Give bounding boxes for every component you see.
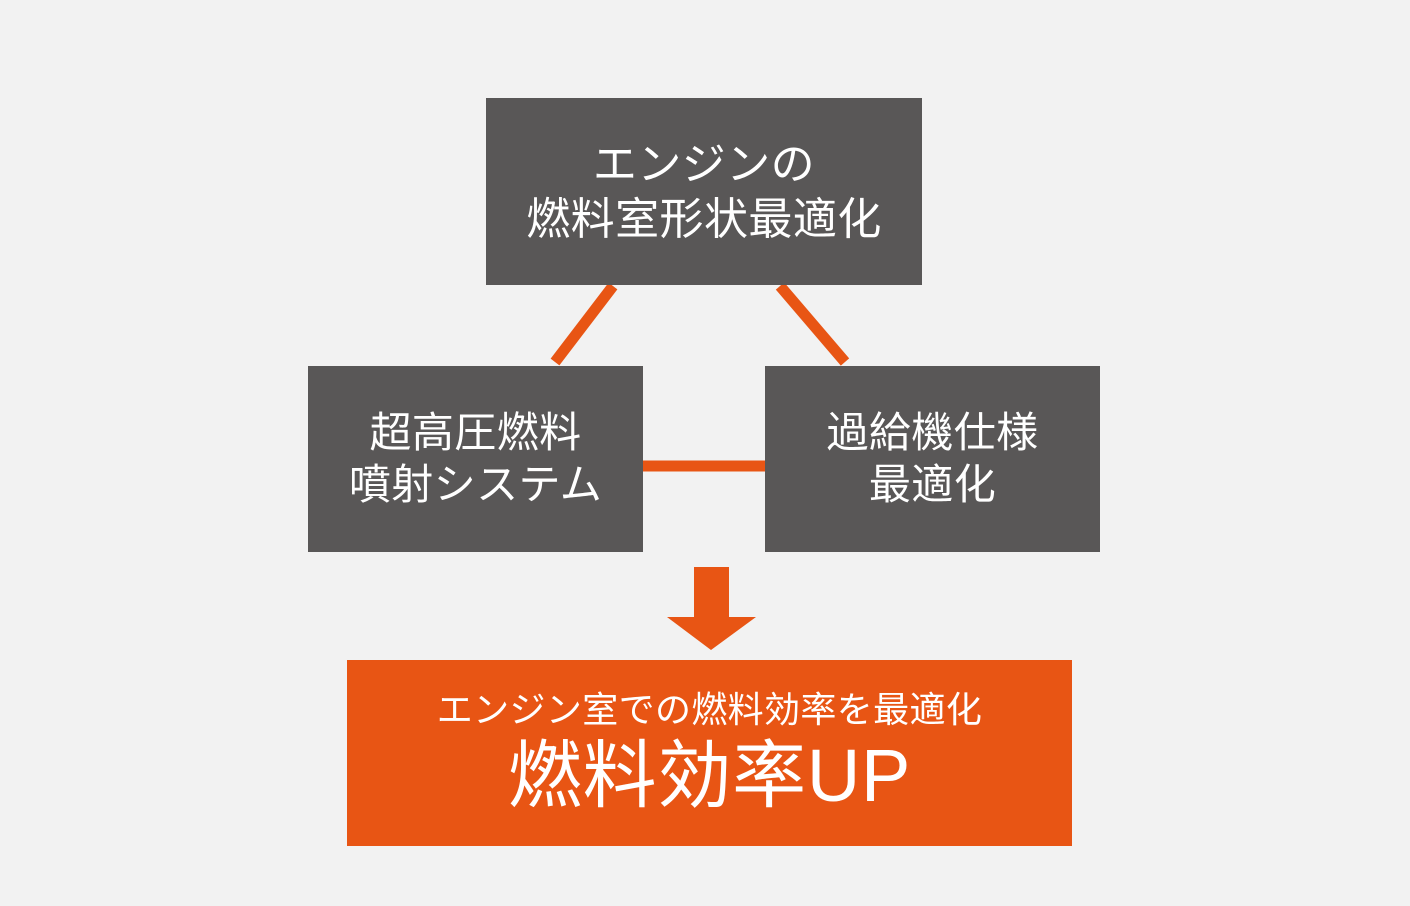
outcome-headline: エンジン室での燃料効率を最適化	[436, 688, 983, 730]
node-left-line-2: 噴射システム	[348, 461, 603, 508]
top-to-left-connector-line	[550, 282, 618, 366]
node-top-line-1: エンジンの	[592, 139, 816, 189]
node-left-line-1: 超高圧燃料	[369, 408, 582, 456]
node-turbocharger-spec-optimization[interactable]: 過給機仕様 最適化	[765, 366, 1100, 552]
node-top-line-2: 燃料室形状最適化	[526, 194, 882, 244]
outcome-emphasis: 燃料効率UP	[507, 734, 912, 818]
top-to-right-connector-line	[775, 282, 850, 366]
node-engine-combustion-chamber-optimization[interactable]: エンジンの 燃料室形状最適化	[486, 98, 922, 285]
node-right-line-2: 最適化	[868, 461, 997, 508]
node-right-line-1: 過給機仕様	[826, 408, 1039, 456]
node-ultra-high-pressure-fuel-injection[interactable]: 超高圧燃料 噴射システム	[308, 366, 643, 552]
down-arrow-icon	[667, 567, 756, 650]
node-fuel-efficiency-up[interactable]: エンジン室での燃料効率を最適化 燃料効率UP	[347, 660, 1072, 846]
